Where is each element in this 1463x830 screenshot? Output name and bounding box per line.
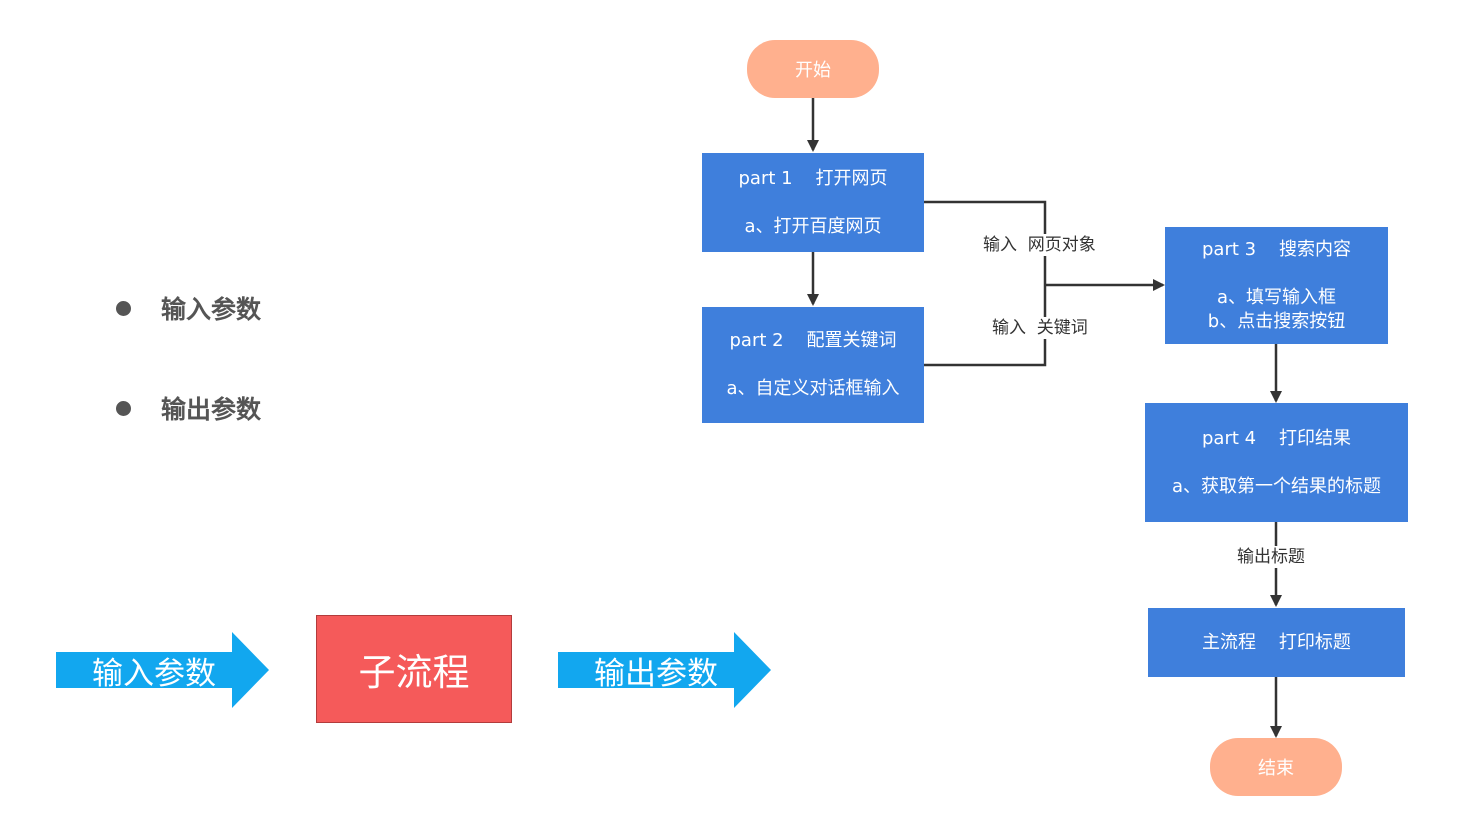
part3-item-b: b、点击搜索按钮 xyxy=(1207,310,1346,332)
edge-label-web-object: 输入 网页对象 xyxy=(982,234,1097,256)
bullet-dot xyxy=(116,400,131,416)
part1-item: a、打开百度网页 xyxy=(744,215,882,237)
part2-box: part 2 配置关键词 a、自定义对话框输入 xyxy=(702,307,924,423)
main-flow-title: 主流程 打印标题 xyxy=(1202,631,1351,653)
part3-item-a: a、填写输入框 xyxy=(1216,286,1337,308)
output-params-arrow: 输出参数 xyxy=(558,632,773,708)
part2-title: part 2 配置关键词 xyxy=(729,330,897,351)
main-flow-box: 主流程 打印标题 xyxy=(1148,608,1405,677)
edge-label-output-title: 输出标题 xyxy=(1236,546,1306,568)
part3-box: part 3 搜索内容 a、填写输入框 b、点击搜索按钮 xyxy=(1165,227,1388,344)
part3-title: part 3 搜索内容 xyxy=(1202,238,1351,260)
bullet-output-params: 输出参数 xyxy=(116,390,261,426)
edge-merge-lines xyxy=(924,200,1047,367)
input-params-arrow: 输入参数 xyxy=(56,632,271,708)
end-label: 结束 xyxy=(1258,758,1294,779)
part4-item: a、获取第一个结果的标题 xyxy=(1171,475,1382,497)
end-node: 结束 xyxy=(1210,738,1342,796)
start-node: 开始 xyxy=(747,40,879,98)
part1-box: part 1 打开网页 a、打开百度网页 xyxy=(702,153,924,252)
bullet-label: 输出参数 xyxy=(161,395,262,424)
edge-label-keyword: 输入 关键词 xyxy=(991,317,1089,339)
subprocess-box: 子流程 xyxy=(316,615,512,723)
start-label: 开始 xyxy=(795,60,831,81)
input-params-arrow-label: 输入参数 xyxy=(92,655,216,692)
part1-title: part 1 打开网页 xyxy=(738,167,888,189)
subprocess-label: 子流程 xyxy=(358,651,470,694)
part4-box: part 4 打印结果 a、获取第一个结果的标题 xyxy=(1145,403,1408,522)
part4-title: part 4 打印结果 xyxy=(1202,427,1351,449)
bullet-dot xyxy=(116,300,131,316)
bullet-label: 输入参数 xyxy=(161,295,262,324)
part2-item: a、自定义对话框输入 xyxy=(726,378,900,399)
bullet-input-params: 输入参数 xyxy=(116,290,261,326)
output-params-arrow-label: 输出参数 xyxy=(594,655,718,692)
